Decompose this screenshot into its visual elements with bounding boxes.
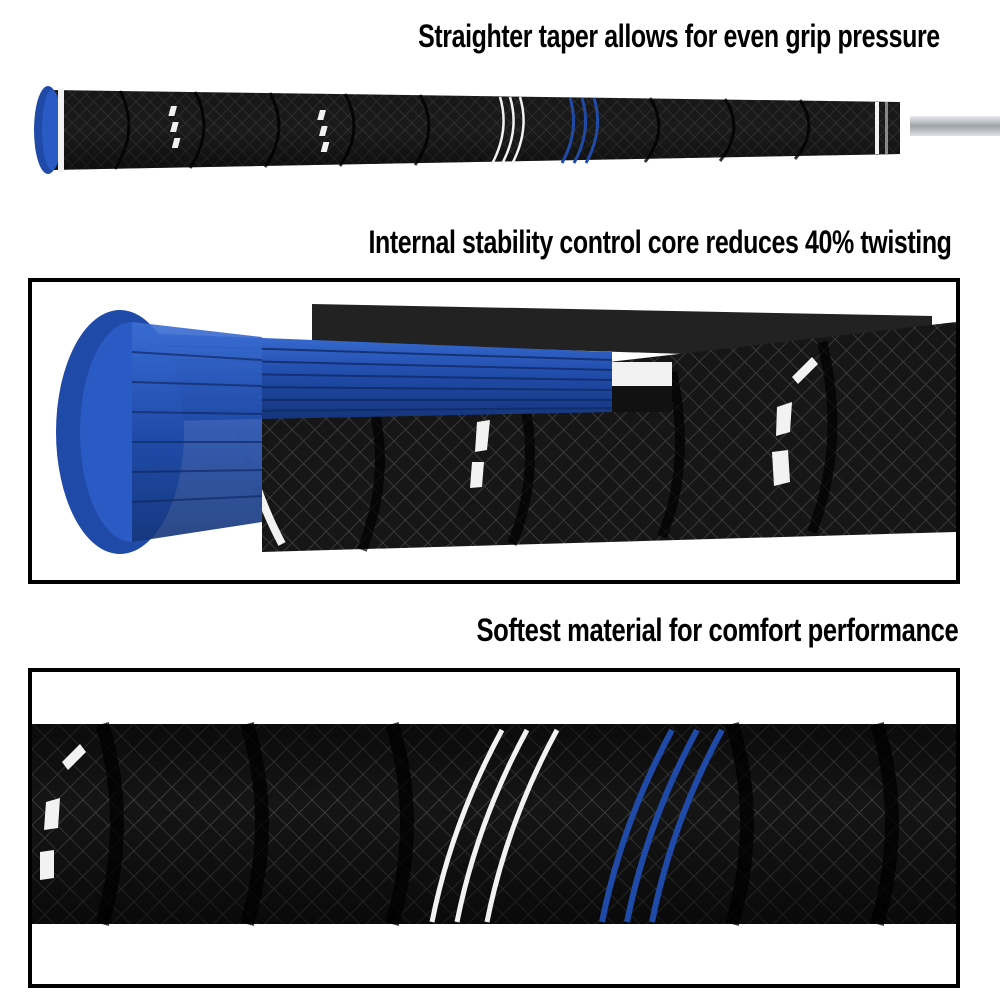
shaft — [910, 116, 1000, 136]
full-grip-illustration — [30, 80, 1000, 180]
core-headline: Internal stability control core reduces … — [368, 224, 952, 260]
taper-headline: Straighter taper allows for even grip pr… — [418, 18, 940, 54]
grip-texture-closeup-illustration — [32, 721, 956, 926]
stability-core-panel — [28, 278, 960, 584]
stability-core-cutaway-illustration — [56, 304, 956, 554]
material-closeup-panel — [28, 668, 960, 988]
softness-headline: Softest material for comfort performance — [476, 612, 958, 648]
